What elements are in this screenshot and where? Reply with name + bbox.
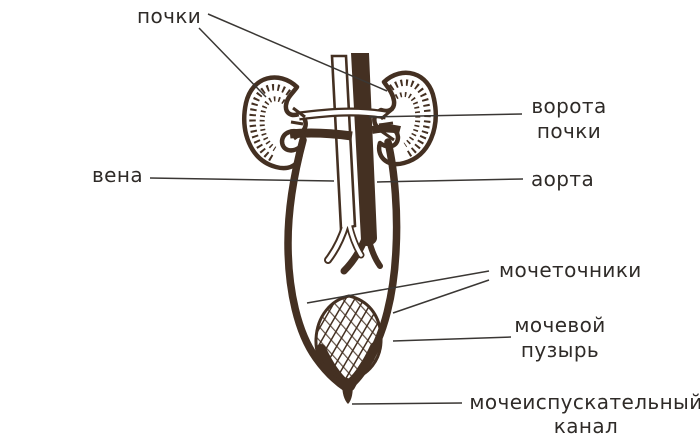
label-urethra: мочеиспускательный канал (469, 390, 700, 438)
leader-kidneys-left (198, 27, 267, 98)
label-kidneys: почки (137, 4, 202, 28)
label-aorta: аорта (531, 167, 595, 191)
leader-aorta (376, 178, 524, 183)
leader-kidneys-right (207, 13, 388, 92)
leader-vein (149, 177, 335, 182)
right-kidney-drawing (372, 70, 438, 167)
renal-vessels (289, 106, 401, 142)
bladder-drawing (314, 294, 383, 382)
label-ureters: мочеточники (499, 258, 642, 282)
urethra-drawing (342, 382, 353, 404)
leader-ureters-2 (392, 279, 490, 314)
leader-urethra (351, 402, 463, 405)
left-kidney-drawing (242, 75, 308, 171)
label-bladder: мочевой пузырь (514, 313, 606, 362)
label-renal-hilum: ворота почки (531, 94, 607, 143)
leader-bladder (392, 336, 512, 342)
label-vein: вена (92, 163, 144, 187)
leader-lines (149, 13, 524, 405)
vena-cava-vessel (324, 54, 365, 264)
aorta-vessel (340, 53, 383, 275)
leader-ureters-1 (306, 270, 490, 304)
leader-renal-hilum (368, 113, 523, 118)
